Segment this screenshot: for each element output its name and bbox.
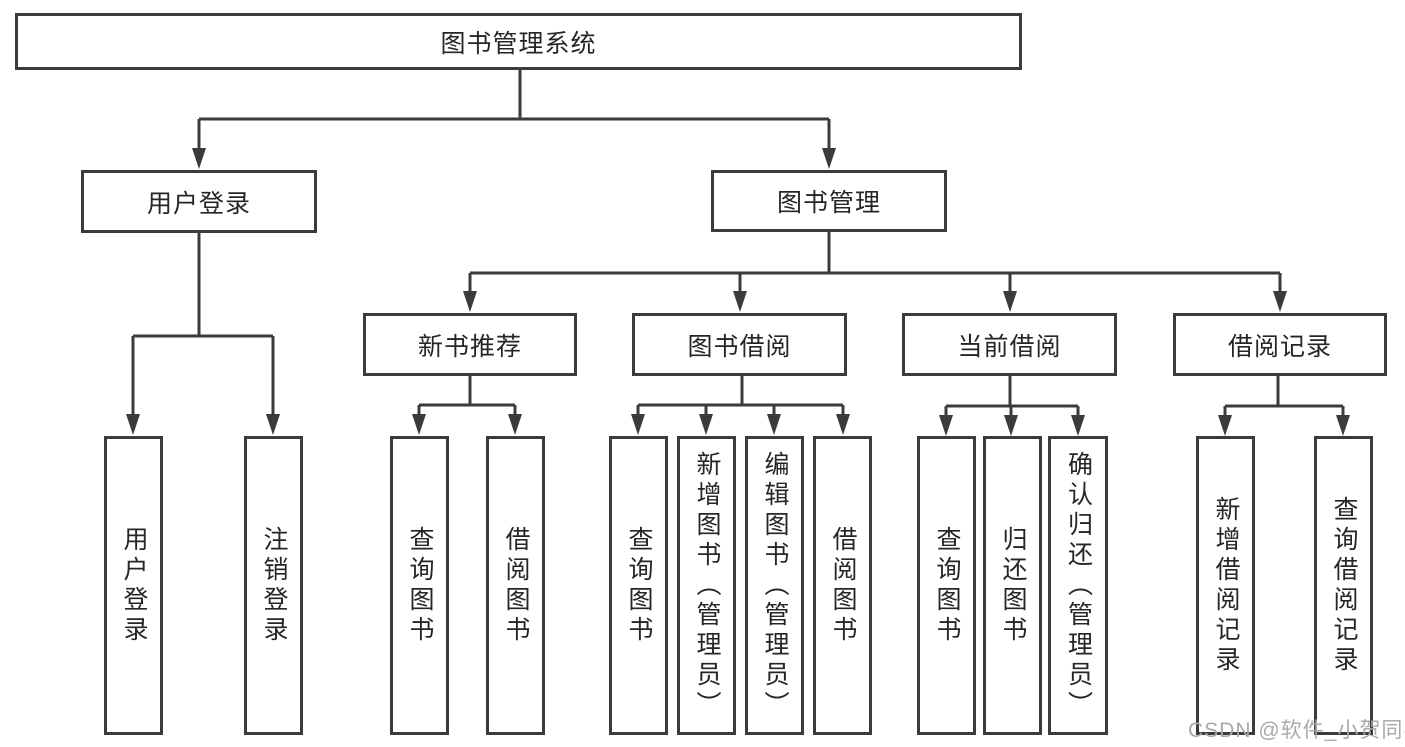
leaf-edit-books-admin: 编辑图书（管理员） xyxy=(745,436,804,735)
node-user-login: 用户登录 xyxy=(81,170,317,233)
node-label: 新书推荐 xyxy=(417,332,522,361)
leaf-label: 查询图书 xyxy=(625,525,653,646)
arrowhead-down-icon xyxy=(508,414,522,435)
leaf-label: 借阅图书 xyxy=(502,525,530,646)
leaf-borrow-books: 借阅图书 xyxy=(486,436,545,735)
csdn-watermark: CSDN @软件_小贺同学 xyxy=(1188,719,1405,742)
arrowhead-down-icon xyxy=(463,291,477,312)
leaf-label: 用户登录 xyxy=(120,525,148,646)
leaf-label: 查询图书 xyxy=(933,525,961,646)
leaf-label: 注销登录 xyxy=(260,525,288,646)
leaf-user-login: 用户登录 xyxy=(104,436,163,735)
leaf-query-books: 查询图书 xyxy=(390,436,449,735)
leaf-logout: 注销登录 xyxy=(244,436,303,735)
node-library-management-system: 图书管理系统 xyxy=(15,13,1022,70)
node-borrowing-records: 借阅记录 xyxy=(1173,313,1387,376)
leaf-query-books: 查询图书 xyxy=(917,436,976,735)
leaf-add-books-admin: 新增图书（管理员） xyxy=(677,436,736,735)
arrowhead-down-icon xyxy=(939,415,953,436)
leaf-borrow-books: 借阅图书 xyxy=(813,436,872,735)
leaf-label: 查询借阅记录 xyxy=(1330,495,1358,676)
leaf-add-borrow-record: 新增借阅记录 xyxy=(1196,436,1255,735)
node-label: 当前借阅 xyxy=(957,332,1062,361)
arrowhead-down-icon xyxy=(1336,415,1350,436)
node-current-borrowing: 当前借阅 xyxy=(902,313,1117,376)
arrowhead-down-icon xyxy=(699,414,713,435)
leaf-confirm-return-admin: 确认归还（管理员） xyxy=(1048,436,1108,735)
leaf-return-books: 归还图书 xyxy=(983,436,1042,735)
leaf-label: 归还图书 xyxy=(999,525,1027,646)
arrowhead-down-icon xyxy=(266,414,280,435)
arrowhead-down-icon xyxy=(1003,291,1017,312)
node-label: 借阅记录 xyxy=(1227,332,1332,361)
leaf-label: 查询图书 xyxy=(406,525,434,646)
arrowhead-down-icon xyxy=(1004,415,1018,436)
arrowhead-down-icon xyxy=(733,291,747,312)
leaf-label: 新增图书（管理员） xyxy=(693,450,721,721)
arrowhead-down-icon xyxy=(1218,415,1232,436)
arrowhead-down-icon xyxy=(822,148,836,169)
leaf-label: 确认归还（管理员） xyxy=(1064,450,1093,721)
leaf-label: 借阅图书 xyxy=(829,525,857,646)
node-label: 图书借阅 xyxy=(687,332,792,361)
arrowhead-down-icon xyxy=(126,414,140,435)
node-new-book-recommendation: 新书推荐 xyxy=(363,313,577,376)
arrowhead-down-icon xyxy=(836,414,850,435)
leaf-query-books: 查询图书 xyxy=(609,436,668,735)
arrowhead-down-icon xyxy=(767,414,781,435)
node-label: 图书管理系统 xyxy=(440,29,597,58)
arrowhead-down-icon xyxy=(1071,415,1085,436)
arrowhead-down-icon xyxy=(1273,291,1287,312)
arrowhead-down-icon xyxy=(631,414,645,435)
arrowhead-down-icon xyxy=(192,148,206,169)
node-book-borrowing: 图书借阅 xyxy=(632,313,847,376)
leaf-label: 编辑图书（管理员） xyxy=(761,450,789,721)
leaf-label: 新增借阅记录 xyxy=(1212,495,1240,676)
leaf-query-borrow-record: 查询借阅记录 xyxy=(1314,436,1373,735)
arrowhead-down-icon xyxy=(412,414,426,435)
node-label: 图书管理 xyxy=(776,189,881,217)
node-book-management: 图书管理 xyxy=(711,170,947,232)
node-label: 用户登录 xyxy=(146,189,251,218)
